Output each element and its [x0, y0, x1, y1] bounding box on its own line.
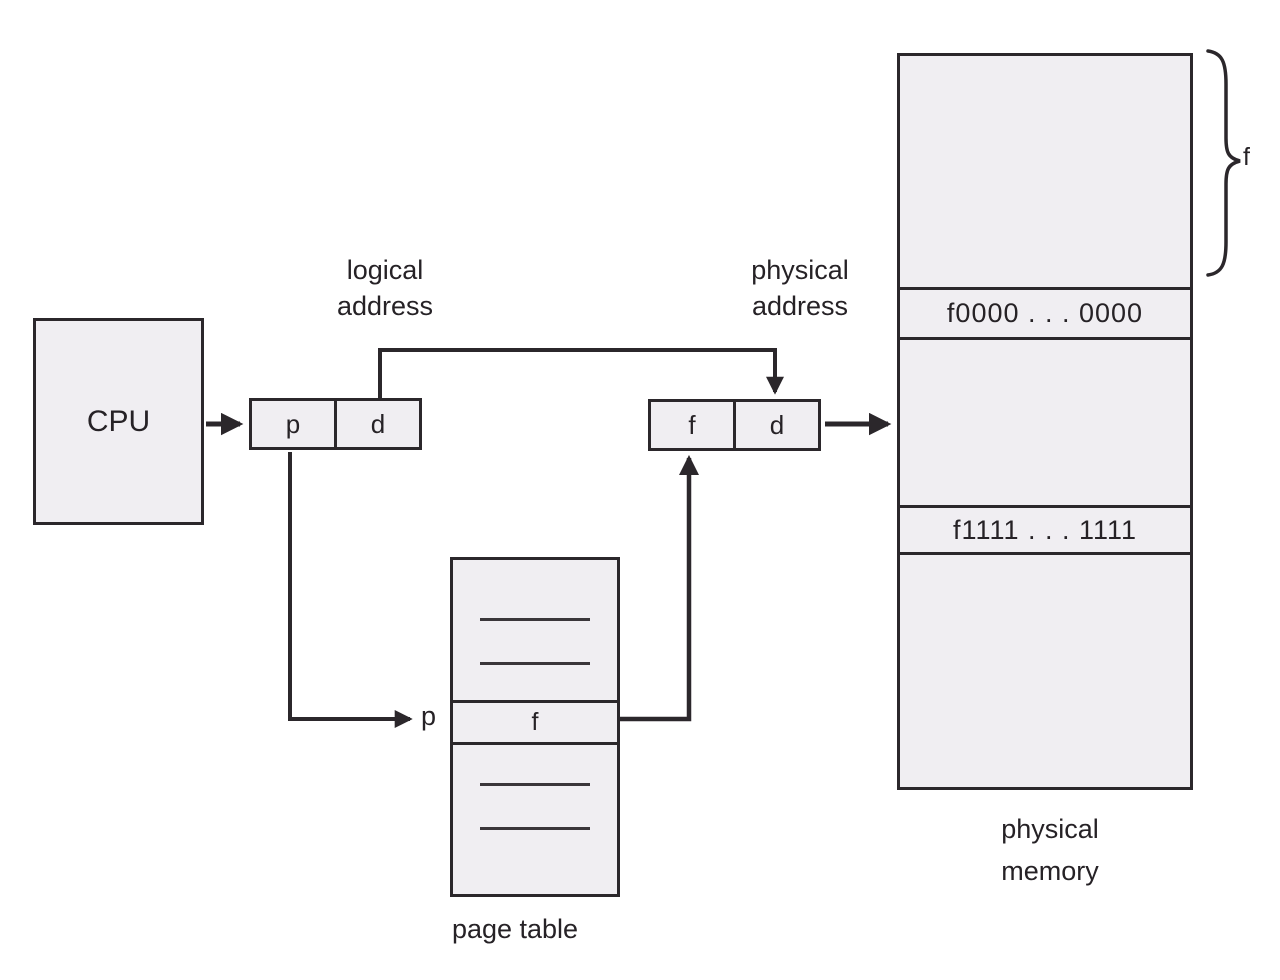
physical-register-d-field: d	[733, 399, 821, 451]
p-field-to-page-table-arrow	[288, 452, 413, 728]
memory-frame-start-row: f0000 . . . 0000	[900, 287, 1190, 340]
page-table-entry-line	[480, 662, 590, 665]
page-table-caption: page table	[451, 914, 579, 944]
frame-end-address: f1111 . . . 1111	[952, 514, 1138, 545]
physical-address-register: f d	[648, 399, 821, 451]
page-table-entry-value: f	[531, 708, 539, 736]
physical-memory-box: f0000 . . . 0000 f1111 . . . 1111	[897, 53, 1193, 790]
physical-address-caption-line2: address	[751, 291, 849, 321]
logical-register-p-field: p	[249, 398, 337, 450]
memory-frame-end-row: f1111 . . . 1111	[900, 505, 1190, 555]
frame-brace-label: f	[1243, 143, 1250, 171]
logical-address-register: p d	[249, 398, 422, 450]
logical-d-to-physical-d-connector-arrow	[378, 348, 784, 398]
logical-address-caption: logical address	[300, 252, 470, 324]
physical-memory-caption-line1: physical	[1001, 814, 1099, 844]
physical-memory-caption: physical memory	[955, 808, 1145, 892]
d-field-label: d	[370, 408, 386, 439]
page-table-entry-line	[480, 618, 590, 621]
logical-address-caption-line1: logical	[346, 255, 424, 285]
p-field-label: p	[285, 408, 301, 439]
physical-address-caption-line1: physical	[751, 255, 849, 285]
physical-memory-caption-line2: memory	[1001, 856, 1099, 886]
d-field-label: d	[769, 409, 785, 440]
page-table-entry-line	[480, 827, 590, 830]
f-field-label: f	[688, 409, 696, 440]
logical-register-d-field: d	[334, 398, 422, 450]
physical-address-caption: physical address	[715, 252, 885, 324]
physical-register-f-field: f	[648, 399, 736, 451]
frame-brace	[1206, 49, 1241, 277]
page-table-index-pointer-label: p	[421, 701, 437, 731]
cpu-box: CPU	[33, 318, 204, 525]
page-table: f	[450, 557, 620, 897]
page-table-entry-f: f	[453, 700, 617, 745]
cpu-label: CPU	[86, 404, 151, 438]
page-table-entry-line	[480, 783, 590, 786]
frame-start-address: f0000 . . . 0000	[946, 298, 1144, 328]
page-table-entry-to-f-field-arrow	[620, 454, 700, 722]
logical-address-caption-line2: address	[336, 291, 434, 321]
